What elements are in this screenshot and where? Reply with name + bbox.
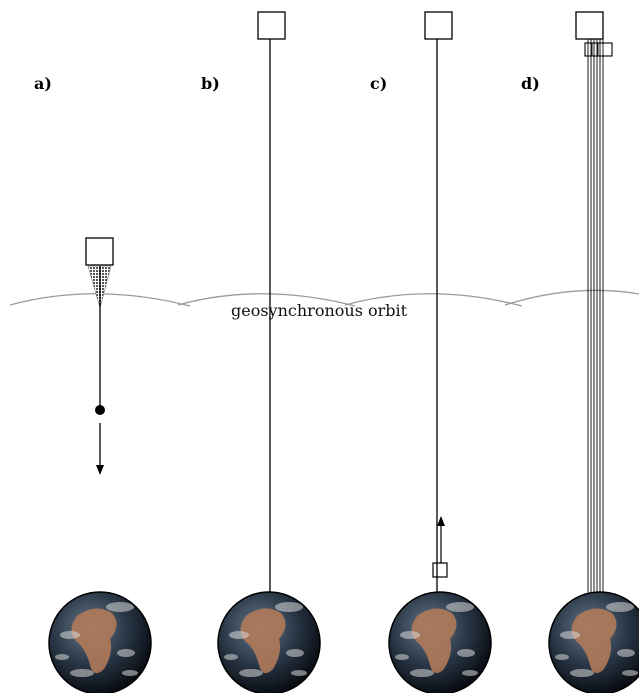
satellite-box — [257, 11, 286, 40]
panel-label-c: c) — [370, 74, 388, 93]
tether-bundle — [587, 39, 604, 600]
panel-c — [424, 11, 453, 597]
satellite-box — [85, 237, 114, 266]
panel-a — [85, 237, 114, 475]
counterweight-dot — [95, 405, 105, 415]
panel-b — [257, 11, 286, 597]
earth-globe — [48, 591, 152, 695]
climber-box — [432, 562, 448, 578]
earth-globe — [548, 591, 639, 695]
satellite-box — [424, 11, 453, 40]
panel-label-a: a) — [34, 74, 52, 93]
up-arrow-head — [437, 516, 445, 526]
orbit-arc — [344, 293, 523, 307]
orbit-label: geosynchronous orbit — [231, 301, 408, 320]
satellite-box — [575, 11, 604, 40]
earth-globes — [48, 591, 639, 695]
earth-globe — [217, 591, 321, 695]
panel-d — [575, 11, 613, 600]
orbit-arc — [177, 293, 356, 307]
climber-stack — [584, 42, 613, 57]
panel-label-d: d) — [521, 74, 540, 93]
orbit-arc — [504, 289, 639, 306]
down-arrow-head — [96, 465, 104, 475]
earth-globe — [388, 591, 492, 695]
panel-label-b: b) — [201, 74, 220, 93]
